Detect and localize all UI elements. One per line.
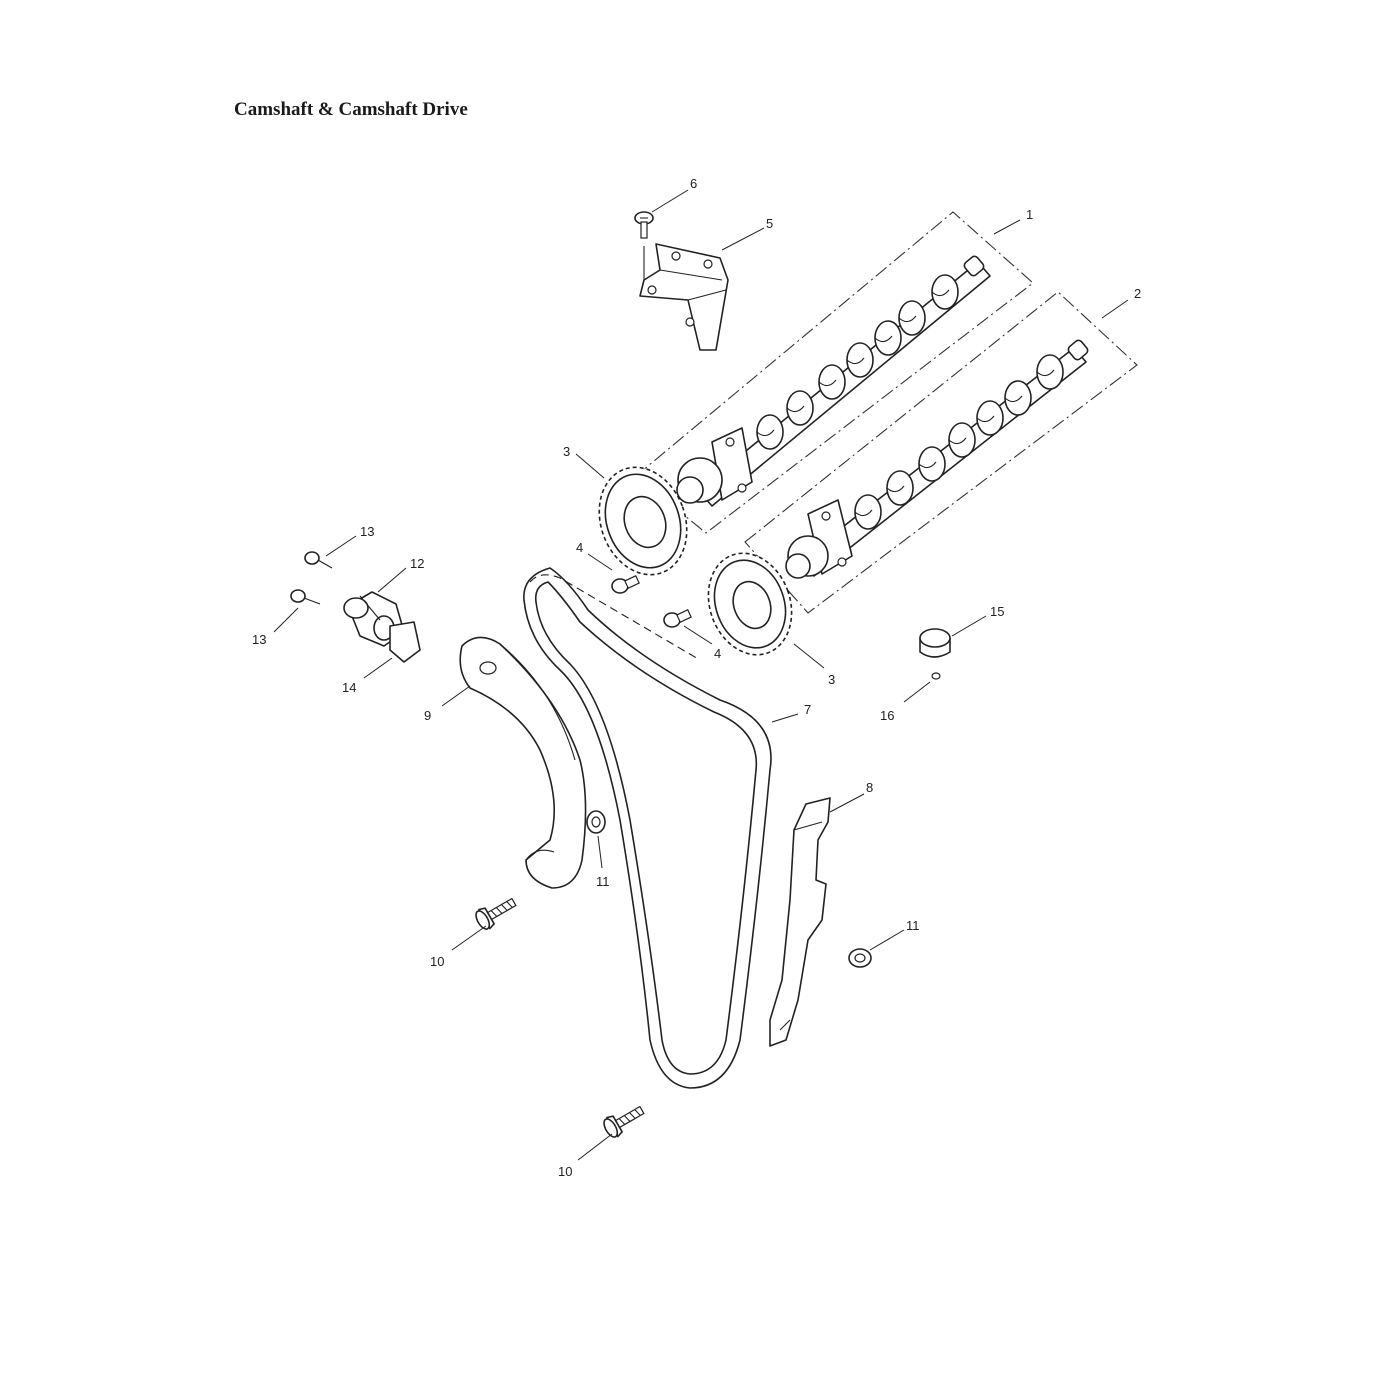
camshaft-2-envelope xyxy=(744,291,1138,614)
svg-text:15: 15 xyxy=(990,604,1004,619)
svg-text:5: 5 xyxy=(766,216,773,231)
svg-text:14: 14 xyxy=(342,680,356,695)
svg-text:3: 3 xyxy=(563,444,570,459)
tensioner-screw-13-upper xyxy=(304,551,333,569)
callout-1: 1 xyxy=(993,207,1033,235)
svg-text:12: 12 xyxy=(410,556,424,571)
tensioner-gasket-14 xyxy=(389,621,421,663)
washer-11-right xyxy=(848,948,872,968)
tensioner-screw-13-lower xyxy=(290,589,321,605)
callout-9: 9 xyxy=(424,685,471,723)
sprocket-3-lower xyxy=(707,552,793,656)
callout-3-upper: 3 xyxy=(563,444,605,479)
svg-text:10: 10 xyxy=(430,954,444,969)
sprocket-bolt-4-lower xyxy=(663,609,692,628)
svg-text:8: 8 xyxy=(866,780,873,795)
callout-10-lower: 10 xyxy=(558,1133,613,1179)
callout-4-lower: 4 xyxy=(683,625,721,661)
sprocket-3-upper xyxy=(598,466,688,576)
camshaft-2 xyxy=(785,339,1089,579)
callout-14: 14 xyxy=(342,657,393,695)
svg-text:1: 1 xyxy=(1026,207,1033,222)
svg-text:10: 10 xyxy=(558,1164,572,1179)
callout-3-lower: 3 xyxy=(793,643,835,687)
callout-7: 7 xyxy=(771,702,811,723)
bolt-10-upper xyxy=(472,891,521,933)
tensioner-blade-9 xyxy=(459,636,587,889)
callout-2: 2 xyxy=(1101,286,1141,319)
svg-text:4: 4 xyxy=(714,646,721,661)
callout-11-right: 11 xyxy=(869,918,920,951)
chain-guide-8 xyxy=(769,797,831,1047)
washer-11-left xyxy=(586,810,606,834)
svg-text:3: 3 xyxy=(828,672,835,687)
callout-15: 15 xyxy=(951,604,1004,637)
callout-13-lower: 13 xyxy=(252,607,299,647)
svg-text:13: 13 xyxy=(360,524,374,539)
timing-chain-7 xyxy=(523,567,772,1089)
callout-5: 5 xyxy=(721,216,773,251)
svg-text:11: 11 xyxy=(596,874,610,889)
callout-8: 8 xyxy=(829,780,873,813)
callout-4-upper: 4 xyxy=(576,540,613,571)
svg-text:7: 7 xyxy=(804,702,811,717)
svg-text:13: 13 xyxy=(252,632,266,647)
screw-6 xyxy=(634,211,654,239)
callout-13-upper: 13 xyxy=(325,524,374,557)
bracket-5 xyxy=(639,243,729,351)
svg-text:9: 9 xyxy=(424,708,431,723)
callout-6: 6 xyxy=(651,176,697,213)
bolt-10-lower xyxy=(600,1099,649,1141)
callout-16: 16 xyxy=(880,681,931,723)
diagram-title: Camshaft & Camshaft Drive xyxy=(234,99,468,120)
callout-11-left: 11 xyxy=(596,835,610,889)
svg-text:11: 11 xyxy=(906,918,920,933)
svg-text:6: 6 xyxy=(690,176,697,191)
callout-12: 12 xyxy=(377,556,424,593)
camshaft-1 xyxy=(676,255,991,507)
sprocket-bolt-4-upper xyxy=(611,575,640,594)
svg-text:2: 2 xyxy=(1134,286,1141,301)
tappet-bucket-15 xyxy=(919,628,951,658)
callout-10-upper: 10 xyxy=(430,925,487,969)
shim-16 xyxy=(931,672,941,680)
svg-text:4: 4 xyxy=(576,540,583,555)
svg-text:16: 16 xyxy=(880,708,894,723)
